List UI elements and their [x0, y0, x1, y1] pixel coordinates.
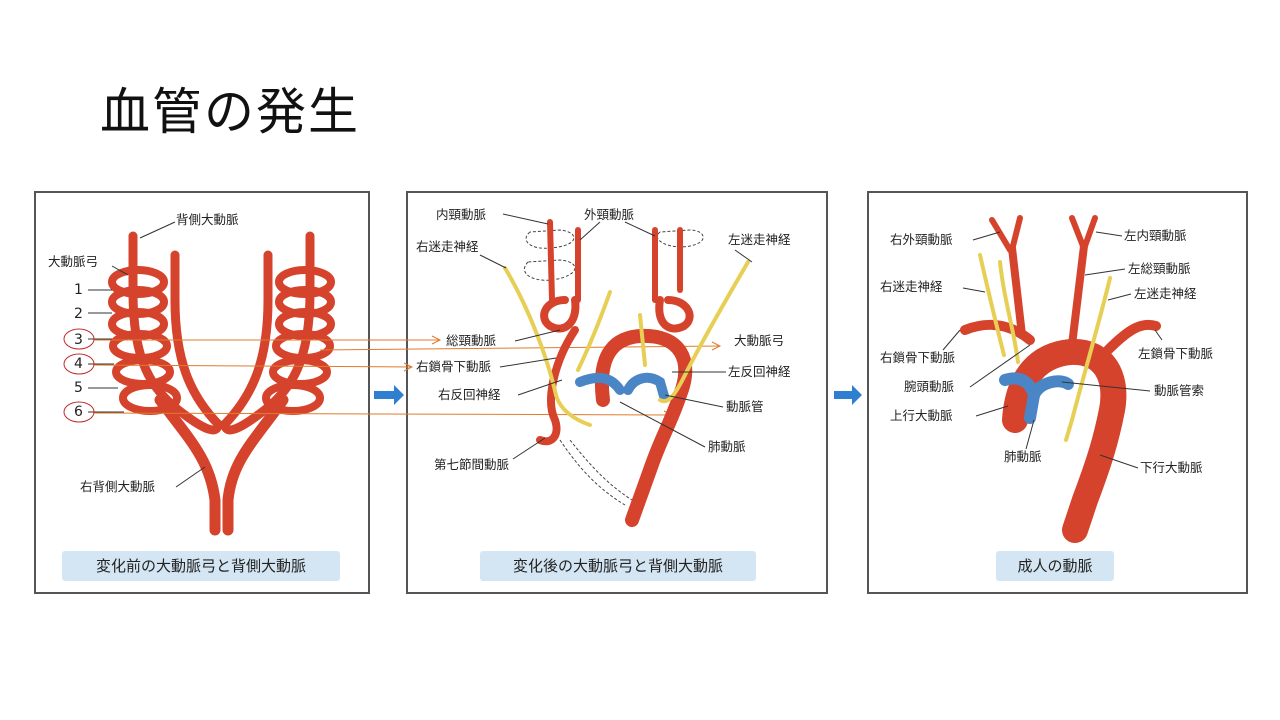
- label-external-carotid: 外頸動脈: [584, 207, 635, 222]
- slide-title: 血管の発生: [100, 83, 360, 141]
- highlight-circles: [63, 328, 95, 423]
- label-left-recurrent: 左反回神経: [728, 364, 791, 379]
- panel-adult: [867, 191, 1248, 594]
- label-ascending-aorta: 上行大動脈: [890, 408, 953, 423]
- arrow-icon: [374, 385, 404, 405]
- label-ductus: 動脈管: [726, 399, 764, 414]
- arrow-icon: [834, 385, 862, 405]
- caption-adult: 成人の動脈: [996, 551, 1114, 581]
- label-right-recurrent: 右反回神経: [438, 387, 501, 402]
- arch-number-6: 6: [74, 404, 83, 420]
- label-common-carotid: 総頸動脈: [446, 333, 497, 348]
- label-pulmonary-3: 肺動脈: [1004, 449, 1042, 464]
- label-descending-aorta: 下行大動脈: [1140, 460, 1203, 475]
- label-left-vagus: 左迷走神経: [728, 232, 791, 247]
- label-right-vagus: 右迷走神経: [416, 239, 479, 254]
- caption-after: 変化後の大動脈弓と背側大動脈: [480, 551, 756, 581]
- label-right-subclavian-3: 右鎖骨下動脈: [880, 350, 956, 365]
- panel2-nerves: [503, 260, 750, 427]
- label-pulmonary-2: 肺動脈: [708, 439, 746, 454]
- arch-number-4: 4: [74, 356, 83, 372]
- label-right-dorsal-aorta: 右背側大動脈: [80, 479, 156, 494]
- arch-number-2: 2: [74, 306, 83, 322]
- label-right-subclavian: 右鎖骨下動脈: [416, 359, 492, 374]
- label-left-internal-carotid: 左内頸動脈: [1124, 228, 1187, 243]
- panel2-pulmonary: [575, 372, 669, 401]
- arch-number-1: 1: [74, 282, 83, 298]
- label-aortic-arch-2: 大動脈弓: [734, 333, 784, 348]
- arch-number-5: 5: [74, 380, 83, 396]
- label-left-subclavian-3: 左鎖骨下動脈: [1138, 346, 1214, 361]
- label-brachiocephalic: 腕頭動脈: [904, 379, 955, 394]
- label-internal-carotid: 内頸動脈: [436, 207, 487, 222]
- label-right-vagus-3: 右迷走神経: [880, 279, 943, 294]
- panel3-arteries: [960, 215, 1161, 543]
- label-ligamentum: 動脈管索: [1154, 383, 1204, 398]
- label-right-external-carotid: 右外頸動脈: [890, 232, 953, 247]
- panel3-nerves: [978, 253, 1112, 442]
- label-left-common-carotid: 左総頸動脈: [1128, 261, 1191, 276]
- label-seventh-intersegmental: 第七節間動脈: [434, 457, 510, 472]
- panel3-labels: 右外頸動脈 左内頸動脈 左総頸動脈 右迷走神経 左迷走神経 右鎖骨下動脈 左鎖骨…: [880, 228, 1214, 475]
- label-dorsal-aorta: 背側大動脈: [176, 212, 239, 227]
- annotation-arrows: [93, 335, 722, 420]
- panel2-labels: 内頸動脈 外頸動脈 右迷走神経 左迷走神経 総頸動脈 右鎖骨下動脈 右反回神経 …: [416, 207, 791, 472]
- caption-before: 変化前の大動脈弓と背側大動脈: [62, 551, 340, 581]
- label-aortic-arch: 大動脈弓: [48, 254, 98, 269]
- arch-number-3: 3: [74, 332, 83, 348]
- label-left-vagus-3: 左迷走神経: [1134, 286, 1197, 301]
- panel2-arteries: [536, 219, 694, 527]
